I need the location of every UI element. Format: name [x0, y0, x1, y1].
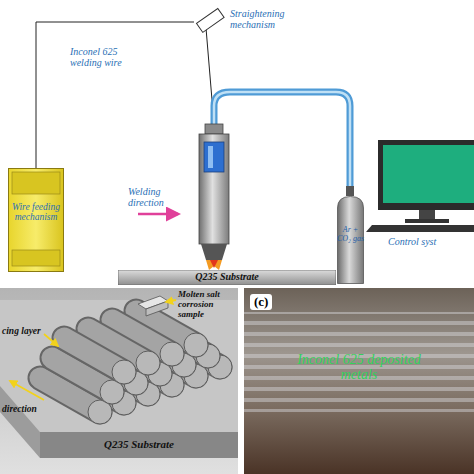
- annotation-label: direction: [2, 404, 52, 414]
- annotation-label: Control syst: [388, 236, 474, 247]
- annotation-label: cing layer: [2, 326, 48, 336]
- annotation-label: Inconel 625 welding wire: [70, 46, 142, 68]
- torch-window: [204, 142, 224, 172]
- bead-end: [112, 360, 136, 384]
- straightener-box: Straightening mechanism: [194, 6, 306, 38]
- node-text: Wire feeding mechanism: [12, 202, 60, 223]
- slab-front-face: [40, 432, 238, 458]
- cabinet-body: [9, 169, 64, 272]
- deposition-direction-arrow: [10, 381, 44, 400]
- node-text: Inconel 625 deposited metals: [284, 352, 434, 383]
- photo-background: [244, 288, 474, 474]
- bead-end: [184, 333, 208, 357]
- monitor-stand: [419, 210, 435, 220]
- node-text: Q235 Substrate: [118, 271, 336, 282]
- node-text: Straightening mechanism: [230, 8, 306, 30]
- arc-flame: [206, 260, 222, 270]
- substrate-slab: Q235 Substrate: [40, 432, 238, 458]
- monitor-base: [405, 219, 449, 223]
- substrate-side-face: [0, 386, 40, 458]
- arc-core: [210, 260, 218, 268]
- cylinder-outline: [338, 197, 364, 284]
- torch-nozzle: [201, 244, 227, 260]
- node-text: (c): [250, 294, 272, 310]
- bead-end: [160, 342, 184, 366]
- gas-hose-highlight: [214, 92, 350, 190]
- node-text: Q235 Substrate: [40, 438, 238, 450]
- keyboard: [366, 225, 474, 232]
- substrate-plate: Q235 Substrate: [118, 270, 336, 285]
- direction-arrow: [138, 213, 178, 216]
- layer-leader: [44, 334, 58, 346]
- gas-hose: [214, 92, 350, 190]
- wire-connector: [36, 22, 194, 168]
- annotation-label: Welding direction: [128, 186, 190, 208]
- torch-cap: [205, 124, 223, 134]
- gas-cylinder: Ar + CO₂ gas: [337, 196, 364, 284]
- cabinet-panel: [12, 172, 60, 194]
- sample-leader: [166, 300, 176, 302]
- corrosion-sample-side: [146, 301, 168, 316]
- substrate-top-face: [0, 300, 238, 432]
- torch-window-glint: [208, 146, 213, 168]
- annotation-label: Molten salt corrosion sample: [178, 290, 238, 320]
- straightener-outline: [196, 8, 224, 32]
- weld-beads: [40, 311, 232, 424]
- node-text: Ar + CO₂ gas: [337, 226, 364, 244]
- cabinet-panel: [12, 250, 60, 266]
- plate-outline: [118, 270, 336, 285]
- cylinder-valve: [346, 186, 354, 196]
- monitor-frame: [378, 140, 474, 210]
- panel-b-background: [0, 288, 238, 474]
- welding-torch: [199, 134, 229, 244]
- photo-weld-layers: [244, 312, 474, 412]
- wire-feeder-box: Wire feeding mechanism: [8, 168, 64, 272]
- monitor-screen: [383, 145, 474, 203]
- bead-end: [136, 351, 160, 375]
- deposit-photo: (c) Inconel 625 deposited metals: [244, 288, 474, 474]
